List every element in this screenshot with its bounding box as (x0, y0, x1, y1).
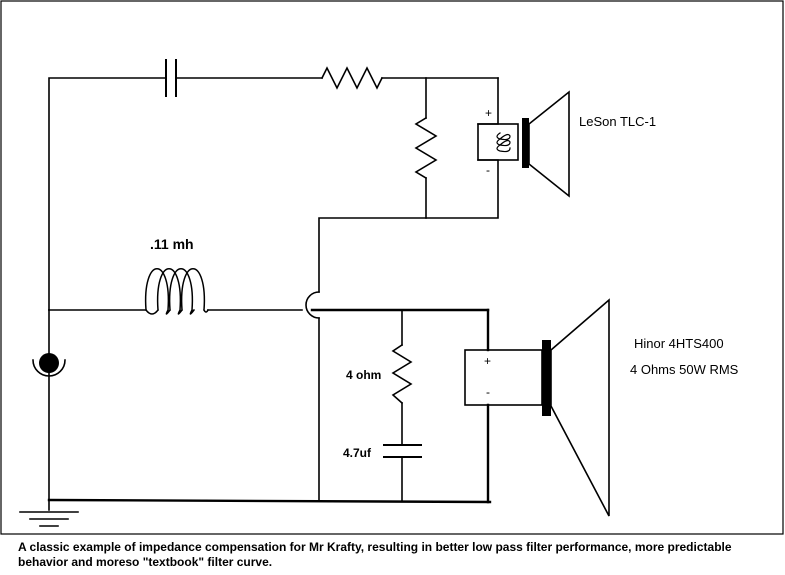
diagram-caption: A classic example of impedance compensat… (18, 540, 732, 569)
tweeter-parallel-resistor-symbol (414, 116, 438, 180)
tweeter-plus-label: + (485, 106, 493, 120)
tweeter-name-label: LeSon TLC-1 (579, 114, 657, 129)
woofer-speaker-symbol (464, 298, 610, 517)
diagram-border (0, 0, 784, 535)
wire-crossover-hop (305, 291, 320, 319)
woofer-minus-label: - (486, 385, 490, 399)
woofer-name-label: Hinor 4HTS400 (634, 336, 724, 351)
capacitor-value-label: 4.7uf (343, 446, 372, 460)
input-jack-symbol (32, 353, 66, 377)
zobel-resistor-symbol (391, 343, 413, 405)
ground-rail (47, 498, 492, 504)
ground-symbol (19, 511, 79, 527)
inductor-coil-symbol (144, 268, 210, 315)
woofer-spec-label: 4 Ohms 50W RMS (630, 362, 739, 377)
series-capacitor-symbol (165, 59, 177, 97)
tweeter-speaker-symbol (477, 90, 570, 198)
inductor-value-label: .11 mh (150, 236, 194, 252)
top-wire (48, 77, 499, 311)
tweeter-wiring (318, 77, 499, 293)
zobel-capacitor-symbol (383, 444, 422, 458)
resistor-value-label: 4 ohm (346, 368, 382, 382)
series-resistor-symbol (320, 66, 384, 90)
tweeter-minus-label: - (486, 163, 490, 177)
woofer-plus-label: + (484, 354, 492, 368)
